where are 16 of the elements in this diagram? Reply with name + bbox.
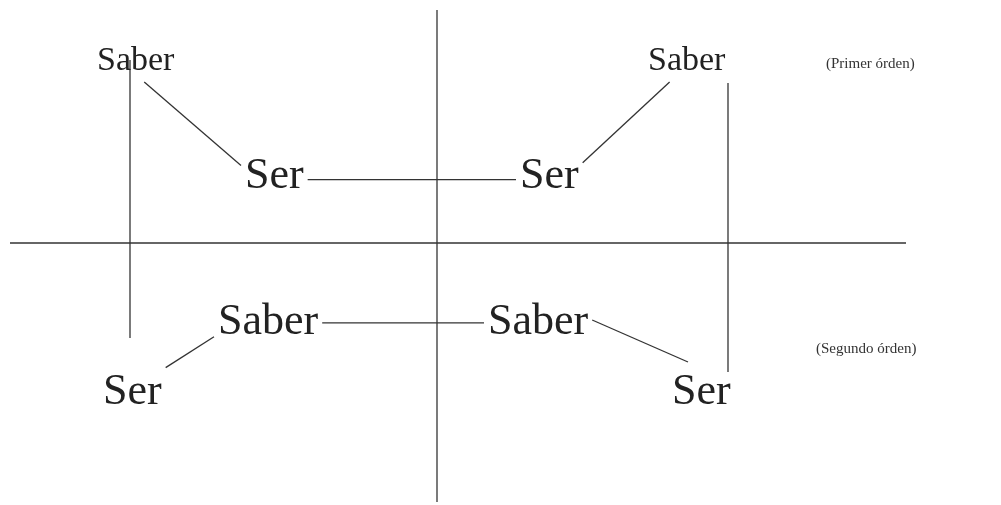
term-text: Saber bbox=[214, 292, 323, 348]
term-text: Saber bbox=[644, 36, 730, 82]
connector-line bbox=[143, 81, 242, 167]
connector-line bbox=[321, 322, 485, 324]
connector-line bbox=[165, 336, 215, 369]
term-text: Ser bbox=[99, 362, 166, 418]
term-text: Ser bbox=[241, 146, 308, 202]
term-text: Saber bbox=[484, 292, 593, 348]
connector-line bbox=[307, 178, 517, 181]
term-text: Saber bbox=[93, 36, 179, 82]
order-label: (Primer órden) bbox=[826, 55, 915, 72]
order-label: (Segundo órden) bbox=[816, 340, 917, 357]
connector-line bbox=[591, 319, 689, 363]
term-text: Ser bbox=[516, 146, 583, 202]
connector-line bbox=[582, 81, 671, 164]
term-text: Ser bbox=[668, 362, 735, 418]
